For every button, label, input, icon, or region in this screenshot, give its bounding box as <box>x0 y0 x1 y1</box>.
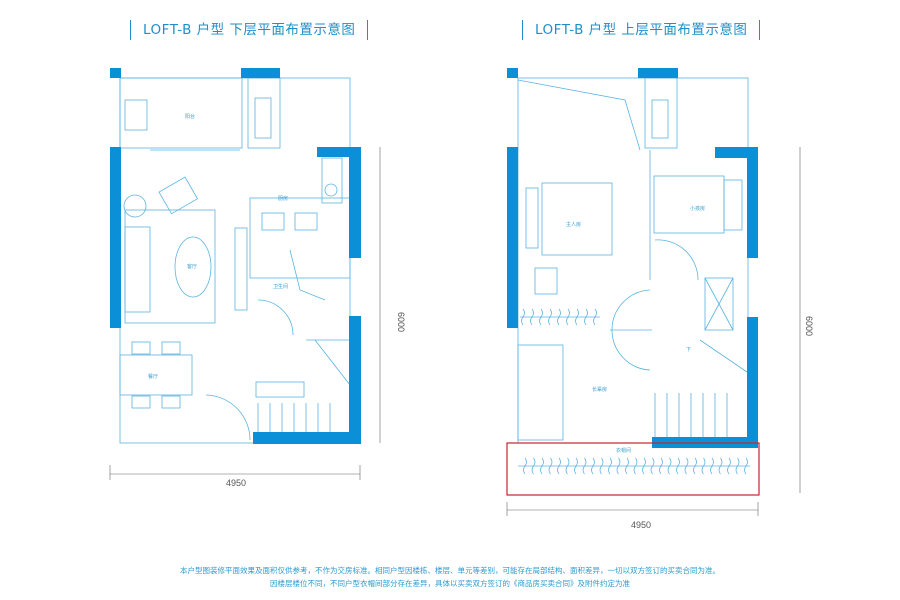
hanger-icon <box>659 457 663 475</box>
width-dimension: 4950 <box>226 478 246 488</box>
closet-highlight-box <box>506 442 760 496</box>
room-label-living: 客厅 <box>187 263 197 270</box>
hanger-icon <box>565 457 570 475</box>
hanger-icon <box>676 457 680 475</box>
room-label-kitchen: 厨房 <box>278 195 288 202</box>
hanger-icon <box>744 457 748 475</box>
room-label-child: 小孩房 <box>690 205 705 212</box>
disclaimer-line-2: 因楼层楼位不同，不同户型衣帽间部分存在差异，具体以买卖双方签订的《商品房买卖合同… <box>270 579 630 588</box>
lower-plan: 阳台 厨房 客厅 卫生间 餐厅 4950 6000 <box>109 68 406 488</box>
hanger-icon <box>693 457 697 475</box>
hanger-icon <box>727 457 731 475</box>
upper-plan-title: LOFT-B 户型 上层平面布置示意图 <box>510 18 772 40</box>
room-label-closet: 衣帽间 <box>616 447 631 454</box>
stair-down-label: 下 <box>686 347 691 353</box>
width-dimension: 4950 <box>631 520 651 530</box>
hanger-icon <box>633 457 638 475</box>
hanger-icon <box>557 308 561 326</box>
hanger-icon <box>599 457 604 475</box>
disclaimer-line-1: 本户型图装修平面效果及面积仅供参考，不作为交房标准。相同户型因楼栋、楼层、单元等… <box>180 566 720 575</box>
room-label-bathroom: 卫生间 <box>273 283 288 290</box>
hanger-icon <box>574 457 578 475</box>
depth-dimension: 6000 <box>396 312 406 332</box>
room-label-balcony: 阳台 <box>185 113 195 120</box>
hanger-icon <box>616 457 621 475</box>
hanger-icon <box>701 457 706 475</box>
hanger-icon <box>593 308 597 326</box>
hanger-icon <box>684 457 689 475</box>
hanger-icon <box>539 308 543 326</box>
depth-dimension: 6000 <box>804 316 814 336</box>
wardrobe-hangers <box>518 316 750 467</box>
hanger-icon <box>575 308 579 326</box>
hanger-icon <box>530 308 534 326</box>
hanger-icon <box>531 457 536 475</box>
hanger-icon <box>591 457 595 475</box>
room-label-dining: 餐厅 <box>148 373 158 380</box>
hanger-icon <box>718 457 723 475</box>
hanger-icon <box>523 457 527 475</box>
hanger-icon <box>521 308 525 326</box>
upper-plan: 主人房 小孩房 长辈房 衣帽间 下 4950 6000 <box>506 68 814 530</box>
hanger-icon <box>557 457 561 475</box>
hanger-icon <box>735 457 740 475</box>
hanger-icon <box>566 308 570 326</box>
hanger-icon <box>650 457 655 475</box>
hanger-icon <box>625 457 629 475</box>
hanger-icon <box>548 308 552 326</box>
hanger-icon <box>584 308 588 326</box>
hanger-icon <box>582 457 587 475</box>
hanger-icon <box>548 457 553 475</box>
room-label-master: 主人房 <box>566 221 581 228</box>
hanger-icon <box>710 457 714 475</box>
room-label-elder: 长辈房 <box>592 386 607 393</box>
lower-plan-title: LOFT-B 户型 下层平面布置示意图 <box>118 18 380 40</box>
hanger-icon <box>608 457 612 475</box>
hanger-icon <box>667 457 672 475</box>
hanger-icon <box>642 457 646 475</box>
hanger-icon <box>540 457 544 475</box>
